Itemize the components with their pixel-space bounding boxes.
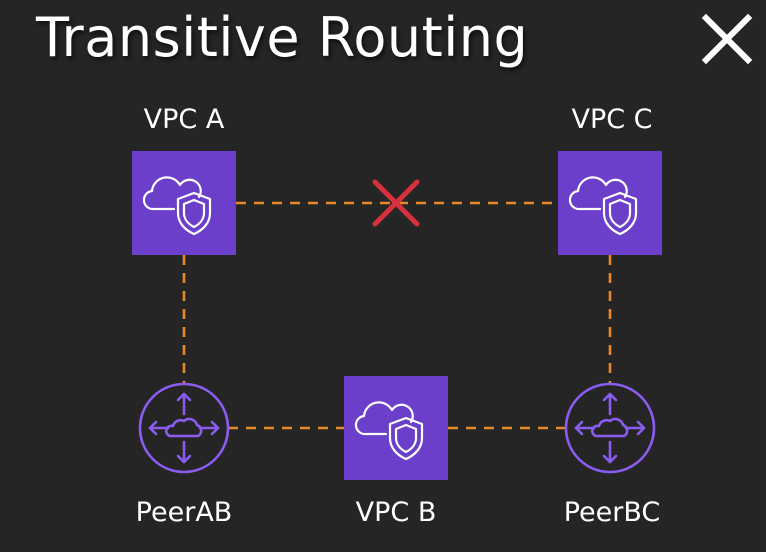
close-icon[interactable] <box>700 12 754 66</box>
peerbc-router-icon <box>564 382 656 474</box>
blocked-x-icon <box>372 179 420 227</box>
peerbc-label: PeerBC <box>563 497 661 528</box>
vpc-c-node <box>558 151 662 255</box>
vpc-c-label: VPC C <box>571 104 653 135</box>
vpc-a-label: VPC A <box>143 104 225 135</box>
peerab-label: PeerAB <box>135 497 233 528</box>
peerab-router-icon <box>138 382 230 474</box>
vpc-b-node <box>344 376 448 480</box>
vpc-b-label: VPC B <box>355 497 437 528</box>
page-title: Transitive Routing <box>36 6 529 69</box>
vpc-a-node <box>132 151 236 255</box>
